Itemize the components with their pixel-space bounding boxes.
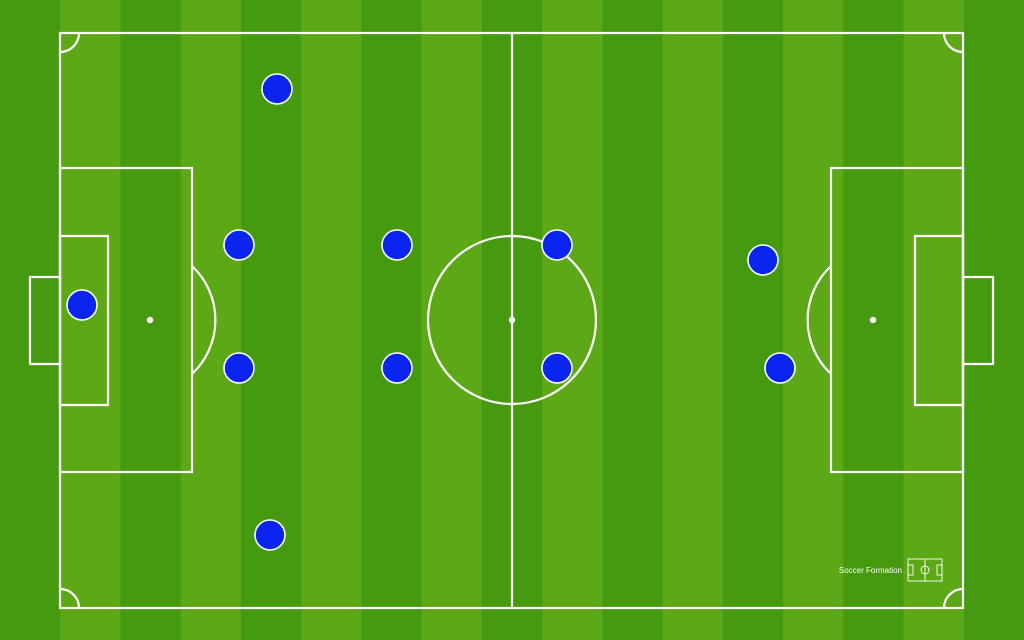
grass-stripe xyxy=(421,0,483,640)
grass-stripe xyxy=(180,0,242,640)
grass-stripe xyxy=(301,0,363,640)
centre-circle xyxy=(426,234,598,406)
player-centre-back-2[interactable] xyxy=(223,352,255,384)
player-central-midfielder-2[interactable] xyxy=(381,352,413,384)
left-penalty-arc xyxy=(191,265,217,375)
corner-arc-top-left xyxy=(59,32,81,54)
player-striker-1[interactable] xyxy=(747,244,779,276)
grass-stripe xyxy=(542,0,603,640)
grass-stripe xyxy=(662,0,724,640)
corner-arc-top-right xyxy=(942,32,964,54)
grass-stripe xyxy=(602,0,664,640)
left-penalty-spot xyxy=(146,316,154,324)
player-goalkeeper[interactable] xyxy=(66,289,98,321)
grass-stripe xyxy=(903,0,965,640)
right-penalty-spot xyxy=(869,316,877,324)
right-penalty-arc xyxy=(806,265,832,375)
player-attacking-midfielder-1[interactable] xyxy=(541,229,573,261)
grass-stripe xyxy=(60,0,122,640)
right-goal xyxy=(961,275,995,366)
watermark-label: Soccer Formation xyxy=(839,566,902,575)
grass-stripe xyxy=(722,0,784,640)
grass-stripe xyxy=(783,0,844,640)
player-attacking-midfielder-2[interactable] xyxy=(541,352,573,384)
players-layer xyxy=(66,73,796,551)
pitch-markings xyxy=(28,31,995,610)
player-right-back[interactable] xyxy=(254,519,286,551)
player-central-midfielder-1[interactable] xyxy=(381,229,413,261)
centre-spot xyxy=(508,316,516,324)
player-left-back[interactable] xyxy=(261,73,293,105)
corner-arc-bottom-right xyxy=(942,587,964,609)
mini-pitch-icon xyxy=(907,558,943,582)
player-centre-back-1[interactable] xyxy=(223,229,255,261)
watermark: Soccer Formation xyxy=(839,558,943,582)
grass-stripe xyxy=(361,0,423,640)
corner-arc-bottom-left xyxy=(59,587,81,609)
player-striker-2[interactable] xyxy=(764,352,796,384)
left-goal xyxy=(28,275,62,366)
